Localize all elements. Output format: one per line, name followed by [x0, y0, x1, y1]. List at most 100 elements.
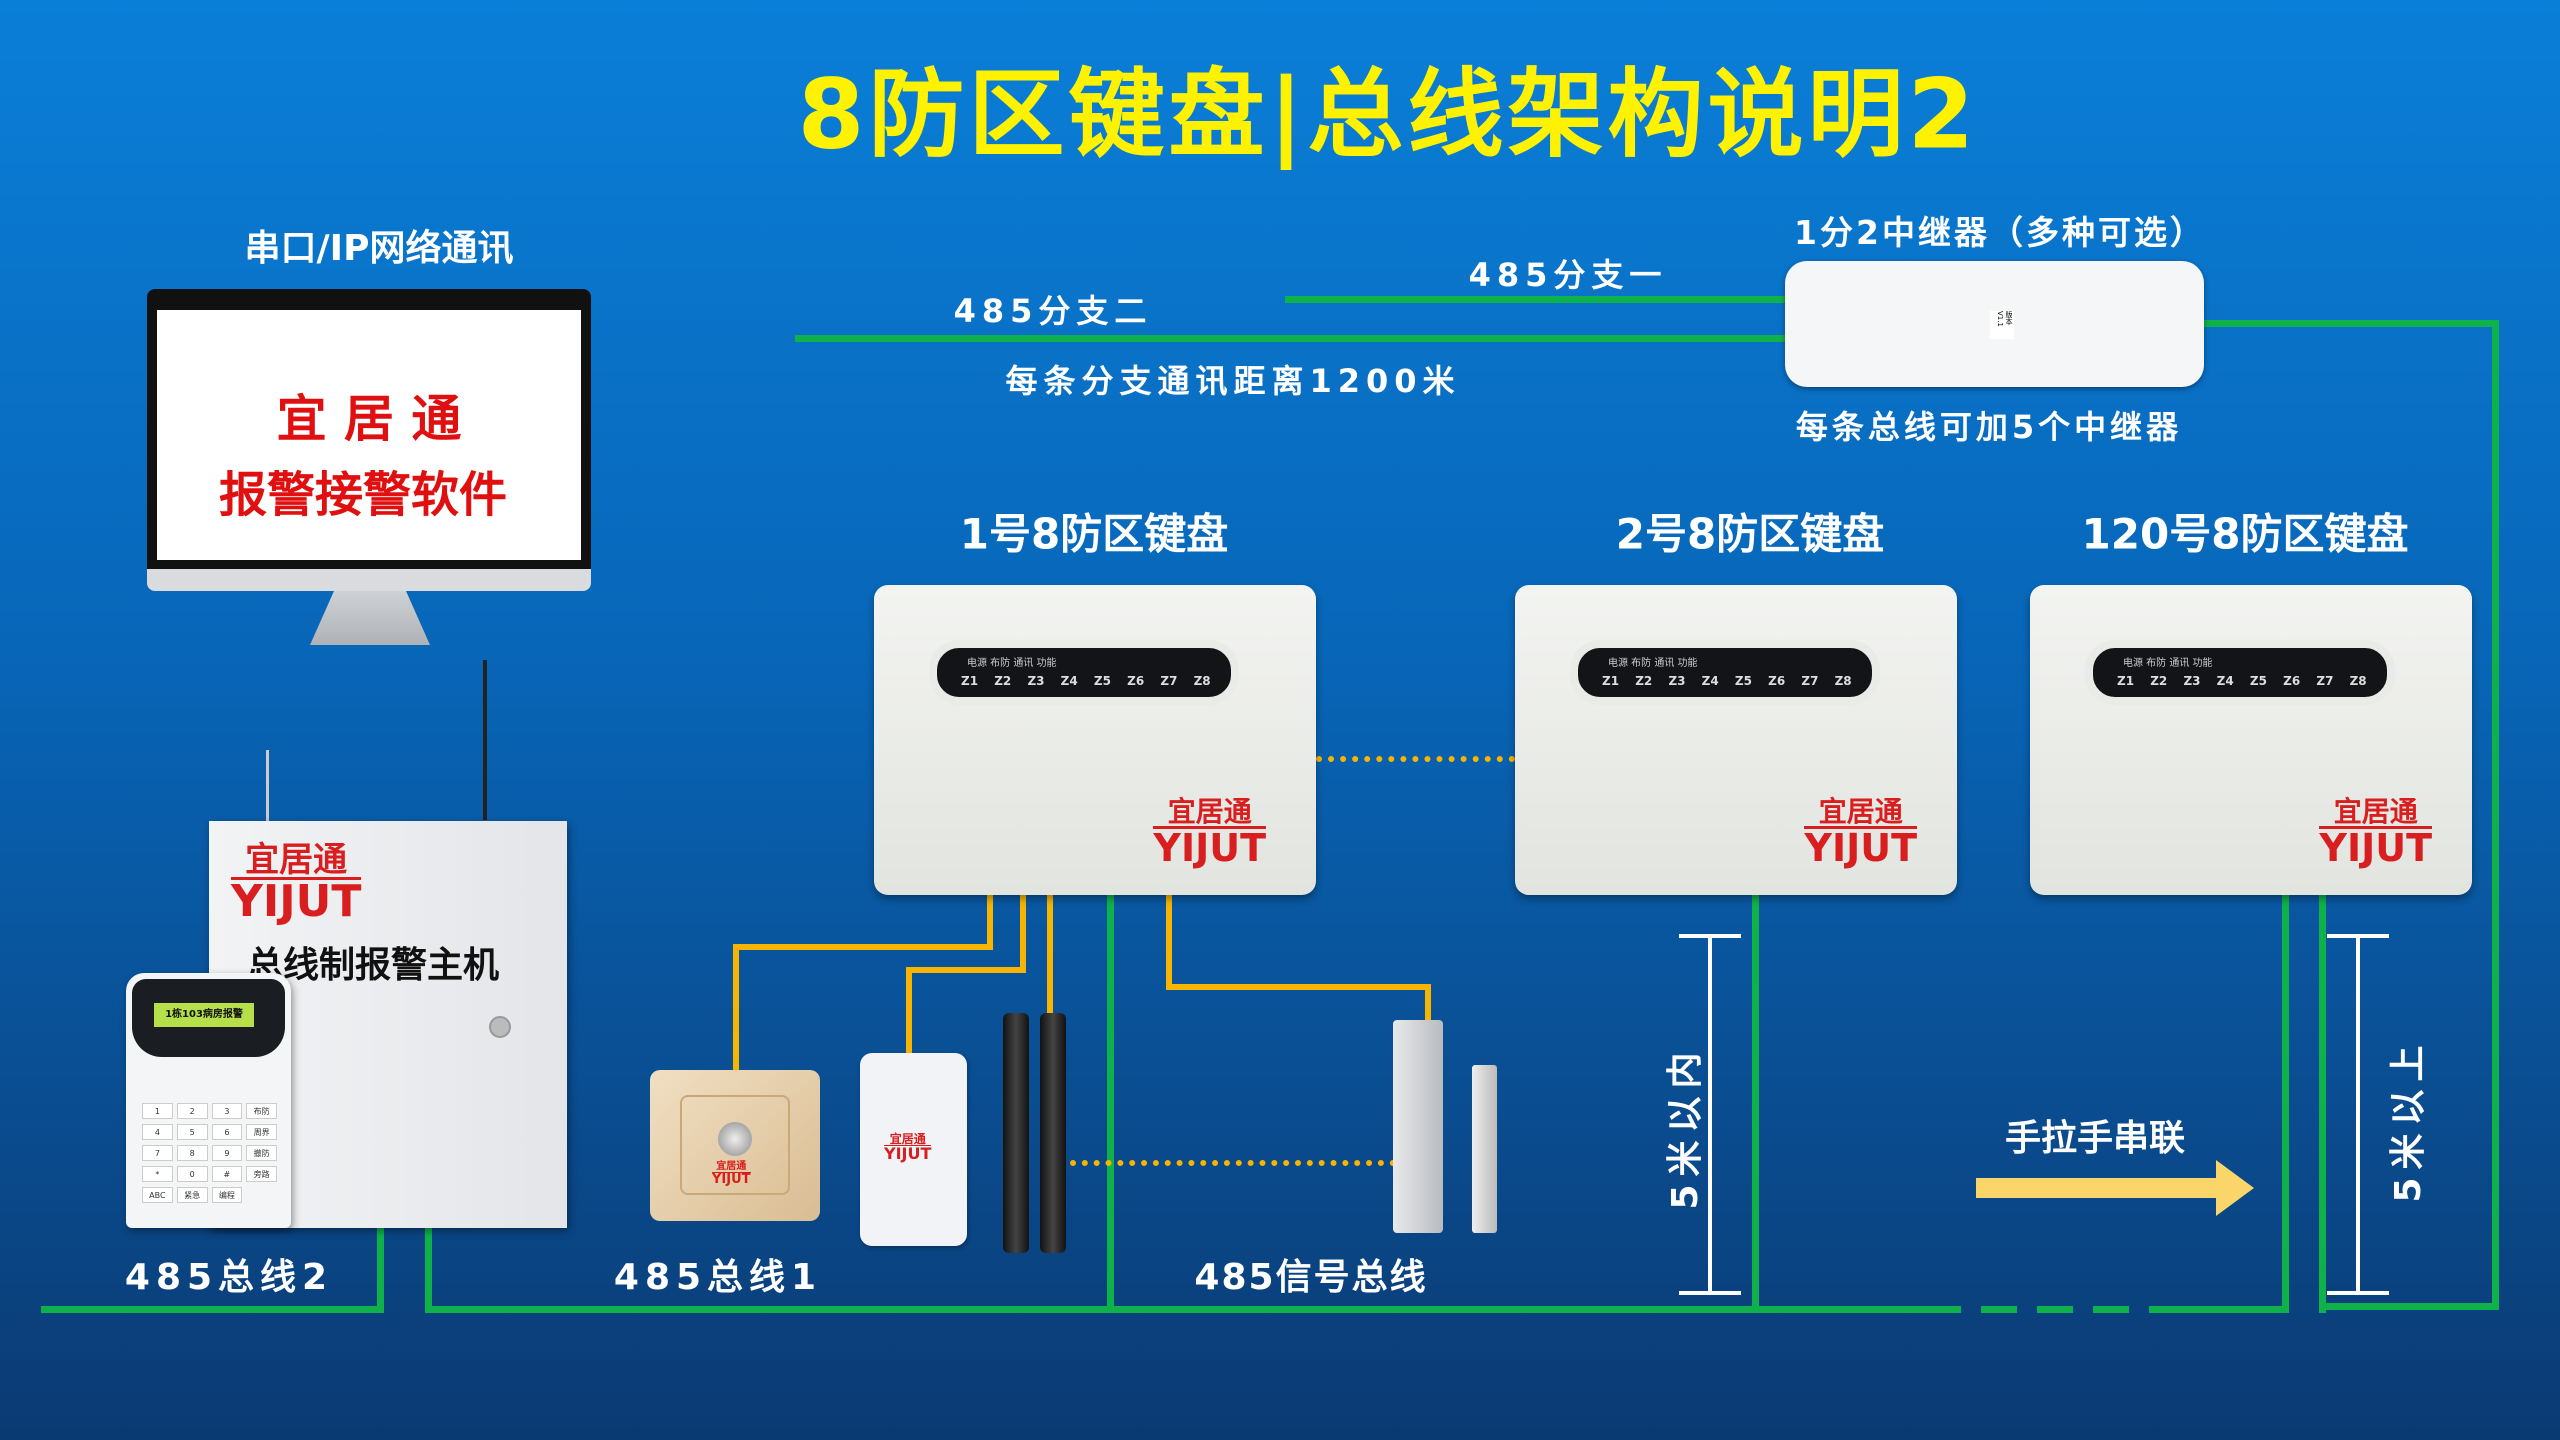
sig4h [1166, 984, 1431, 990]
beam-dotted [1070, 1160, 1396, 1166]
keypad-key: 紧急 [176, 1187, 208, 1203]
sig3 [1047, 885, 1053, 1015]
keypad-key: 周界 [246, 1124, 277, 1140]
branch1-line [1285, 296, 1788, 303]
keypad-key: 7 [142, 1145, 173, 1161]
distance-label: 每条分支通讯距离1200米 [1005, 362, 1461, 400]
keypad-key: 5 [176, 1124, 208, 1140]
door-contact-magnet [1393, 1020, 1443, 1233]
bus1-label: 485总线1 [613, 1257, 823, 1298]
brand-logo-en: YIJUT [231, 876, 362, 927]
keypad-key: 0 [176, 1166, 208, 1182]
brand-logo-cn: 宜居通 [1167, 795, 1252, 828]
kb-link-dotted [1316, 756, 1515, 762]
repeater-device: 版本 V1.1 [1785, 261, 2204, 387]
brand-logo-cn: 宜居通 [2333, 795, 2418, 828]
keypad-key: 布防 [246, 1103, 277, 1119]
repeater-note: 每条总线可加5个中继器 [1795, 408, 2183, 446]
sig2v [906, 967, 912, 1053]
brand-logo-en: YIJUT [1153, 826, 1266, 870]
keypad-key: 4 [142, 1124, 173, 1140]
screen-line1: 宜 居 通 [276, 390, 462, 448]
brand-logo-en: YIJUT [1804, 826, 1917, 870]
repeater-title: 1分2中继器（多种可选） [1794, 213, 2206, 252]
kb3-drop [2282, 895, 2289, 1313]
sig2h [906, 967, 1026, 973]
distance-within-label: 5米以内 [1665, 1044, 1706, 1210]
lcd-display: 1栋103病房报警 [154, 1003, 254, 1027]
antenna-1 [266, 750, 269, 830]
antenna-2 [483, 660, 487, 820]
brand-logo-cn: 宜居通 [245, 840, 348, 880]
zone-labels: Z1 Z2 Z3 Z4 Z5 Z6 Z7 Z8 [961, 674, 1211, 688]
keypad-key: 3 [211, 1103, 243, 1119]
sig2 [1020, 885, 1026, 972]
monitor-label: 串口/IP网络通讯 [244, 228, 514, 269]
distance-above-label: 5米以上 [2388, 1037, 2429, 1203]
keyboard120-label: 120号8防区键盘 [2081, 509, 2409, 559]
keypad-key: 9 [211, 1145, 243, 1161]
keypad-key: # [211, 1166, 243, 1182]
sig4 [1166, 885, 1172, 990]
brand-logo-cn: 宜居通 [716, 1161, 747, 1172]
infrared-beam-left [1003, 1013, 1029, 1253]
right-return [2319, 1303, 2499, 1310]
keypad-key: * [142, 1166, 173, 1182]
sig1v [733, 944, 739, 1070]
led-labels: 电源 布防 通讯 功能 [967, 658, 1057, 669]
page-title: 8防区键盘|总线架构说明2 [797, 58, 1979, 171]
repeater-out-line [2204, 320, 2499, 327]
monitor-stand [310, 591, 430, 645]
brand-logo-cn: 宜居通 [889, 1132, 926, 1146]
keypad-key: 2 [176, 1103, 208, 1119]
distance-bracket-within [1679, 934, 1741, 1295]
bus2-label: 485总线2 [124, 1257, 334, 1298]
sig1h [733, 944, 993, 950]
zone-labels: Z1 Z2 Z3 Z4 Z5 Z6 Z7 Z8 [2117, 674, 2367, 688]
monitor: 宜 居 通 报警接警软件 [147, 289, 591, 591]
keypad-key: 8 [176, 1145, 208, 1161]
zone-labels: Z1 Z2 Z3 Z4 Z5 Z6 Z7 Z8 [1602, 674, 1852, 688]
brand-logo-en: YIJUT [2319, 826, 2432, 870]
brand-logo-cn: 宜居通 [1818, 795, 1903, 828]
lock-icon [489, 1016, 511, 1038]
distance-bracket-above [2327, 934, 2389, 1295]
host-label: 总线制报警主机 [247, 945, 500, 986]
signal-bus-label: 485信号总线 [1194, 1257, 1428, 1298]
keypad-key: 旁路 [246, 1166, 277, 1182]
kb3-drop2 [2319, 895, 2326, 1313]
infrared-beam-right [1040, 1013, 1066, 1253]
bus-dashed-segment [1925, 1306, 2175, 1313]
branch1-label: 485分支一 [1468, 256, 1668, 294]
brand-logo-en: YIJUT [884, 1144, 932, 1163]
bus1-line-end [2175, 1306, 2289, 1313]
bus2-line [41, 1306, 383, 1313]
door-contact-sensor [1472, 1065, 1497, 1233]
repeater-tag: 版本 V1.1 [1990, 311, 2014, 339]
sig1 [987, 885, 993, 950]
kb1-drop [1107, 895, 1114, 1313]
led-labels: 电源 布防 通讯 功能 [1608, 658, 1698, 669]
daisy-chain-label: 手拉手串联 [2004, 1118, 2186, 1159]
arrow-right-icon [1976, 1160, 2254, 1216]
right-riser [2492, 320, 2499, 1310]
kb2-drop [1752, 895, 1759, 1313]
branch2-label: 485分支二 [953, 292, 1153, 330]
brand-logo-en: YIJUT [712, 1172, 751, 1187]
screen-line2: 报警接警软件 [218, 467, 508, 523]
keypad-key: 撤防 [246, 1145, 277, 1161]
bus1-riser [425, 1225, 432, 1313]
keyboard1-label: 1号8防区键盘 [959, 509, 1229, 559]
keypad-key: 1 [142, 1103, 173, 1119]
bus1-line [425, 1306, 1925, 1313]
led-labels: 电源 布防 通讯 功能 [2123, 658, 2213, 669]
keypad-key: ABC [142, 1187, 173, 1203]
keyboard2-label: 2号8防区键盘 [1615, 509, 1885, 559]
bus2-riser [377, 1225, 384, 1313]
